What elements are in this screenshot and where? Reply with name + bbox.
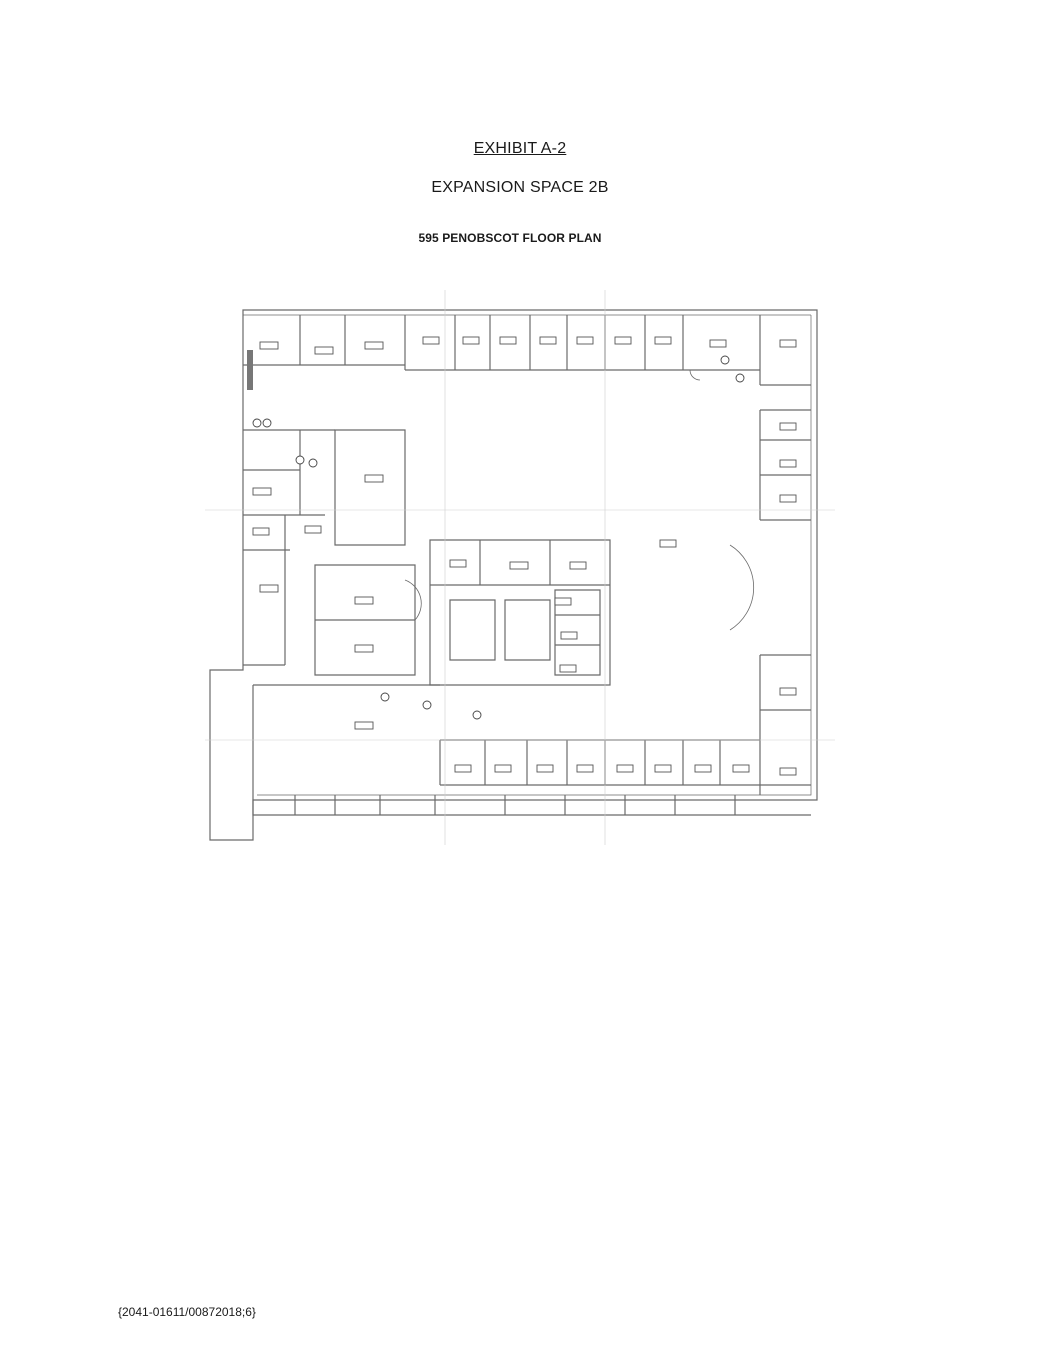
document-footer-code: {2041-01611/00872018;6} <box>118 1305 256 1319</box>
space-title: EXPANSION SPACE 2B <box>431 179 609 196</box>
exhibit-title: EXHIBIT A-2 <box>473 140 567 157</box>
floor-plan-drawing <box>205 290 835 845</box>
plan-title: 595 PENOBSCOT FLOOR PLAN <box>418 231 602 245</box>
